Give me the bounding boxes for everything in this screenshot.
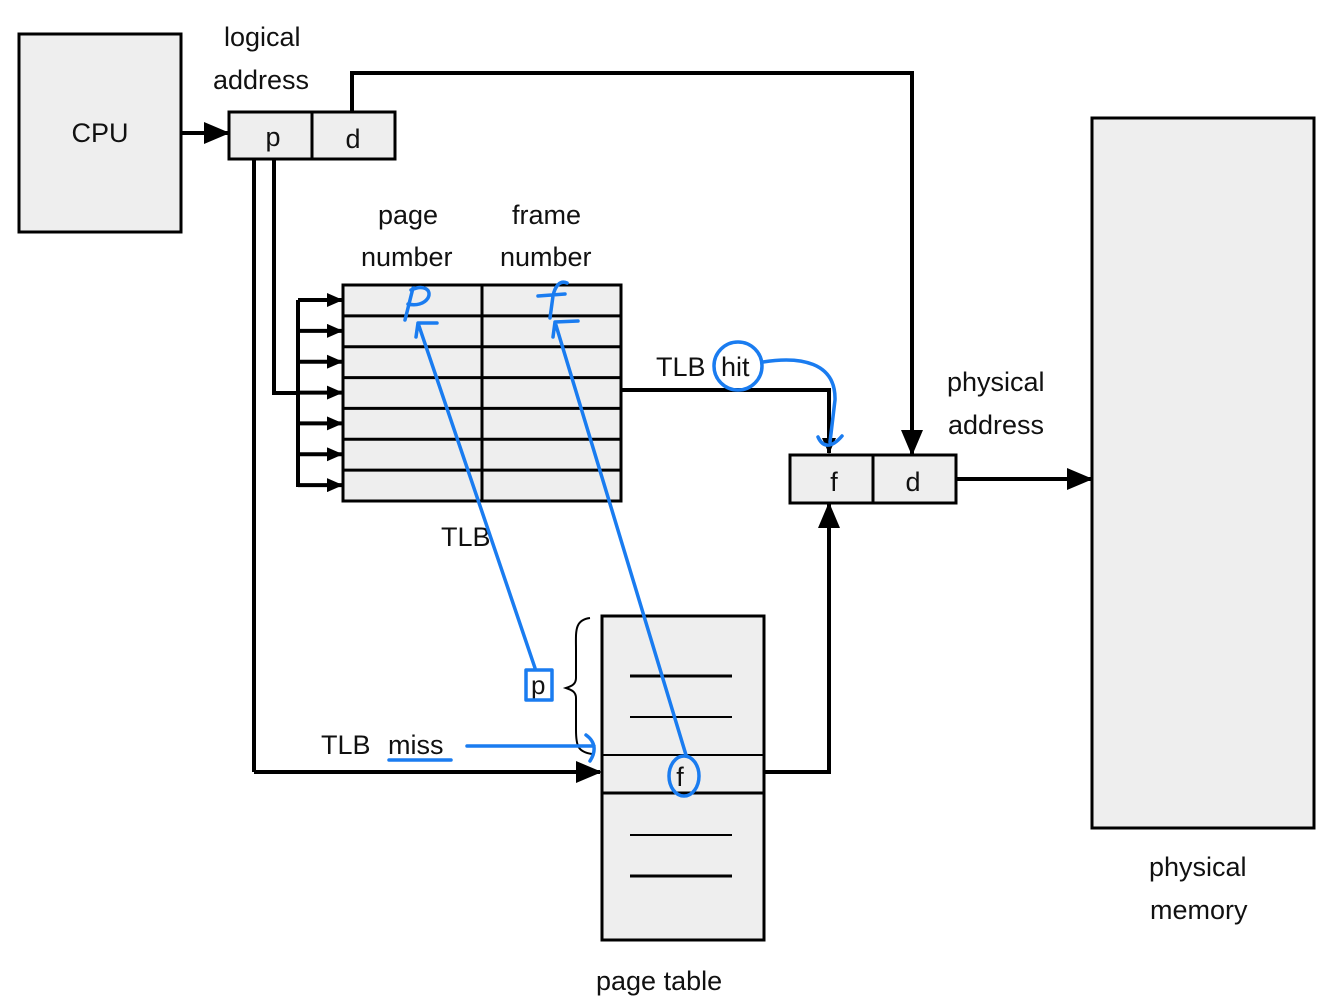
cpu-block: CPU xyxy=(17,32,183,234)
handwritten-annotations xyxy=(387,280,844,798)
miss-annotation-arrow xyxy=(465,733,596,763)
tlb-caption: TLB xyxy=(441,522,491,552)
f-entry-highlight-circle xyxy=(667,754,701,798)
handwritten-p-glyph xyxy=(403,285,431,322)
tlb-miss-word: miss xyxy=(388,730,444,760)
physical-memory-label-line1: physical xyxy=(1149,852,1247,882)
page-table: f xyxy=(600,614,766,942)
hit-highlight-circle xyxy=(712,340,764,392)
page-table-caption: page table xyxy=(596,966,722,996)
tlb-hit-prefix: TLB xyxy=(656,352,706,382)
f-to-tlb-annotation-arrow xyxy=(551,319,688,757)
physical-memory-box xyxy=(1090,116,1316,830)
physical-address-field-f: f xyxy=(830,467,838,497)
tlb-row-lines xyxy=(343,314,621,472)
tlb-col2-header-line2: number xyxy=(500,242,592,272)
tlb-table xyxy=(341,283,623,503)
logical-address-field-p: p xyxy=(265,122,280,152)
handwritten-f-glyph xyxy=(536,280,569,320)
cpu-box xyxy=(17,32,183,234)
logical-address-label-line1: logical xyxy=(224,22,301,52)
tlb-col1-header-line1: page xyxy=(378,200,438,230)
page-table-index-p: p xyxy=(531,670,545,700)
p-to-tlb-line xyxy=(272,159,298,395)
p-to-tlb-annotation-arrow xyxy=(414,321,537,670)
tlb-hit-arrow xyxy=(621,388,836,454)
logical-address: logical address p d xyxy=(213,22,397,161)
logical-address-field-d: d xyxy=(345,124,360,154)
hit-to-frame-annotation-arrow xyxy=(761,358,844,447)
tlb-headers: page number frame number xyxy=(361,200,592,272)
cpu-label: CPU xyxy=(71,118,128,148)
tlb-col2-header-line1: frame xyxy=(512,200,581,230)
physical-memory-label-line2: memory xyxy=(1150,895,1248,925)
offset-d-arrow xyxy=(350,71,923,456)
page-table-index-brace xyxy=(562,617,593,755)
page-table-to-frame-arrow xyxy=(764,502,840,774)
tlb-search-arrows xyxy=(298,293,343,493)
tlb-hit-word: hit xyxy=(721,352,750,382)
page-table-box xyxy=(600,614,766,942)
physical-address: physical address f d xyxy=(788,367,1045,505)
physical-address-label-line1: physical xyxy=(947,367,1045,397)
physical-memory: physical memory xyxy=(1090,116,1316,925)
p-index-highlight-box xyxy=(524,668,554,702)
tlb-miss-prefix: TLB xyxy=(321,730,371,760)
tlb-col1-header-line2: number xyxy=(361,242,453,272)
page-table-entry-f: f xyxy=(676,762,684,792)
logical-address-label-line2: address xyxy=(213,65,309,95)
physical-address-label-line2: address xyxy=(948,410,1044,440)
physical-address-field-d: d xyxy=(905,467,920,497)
